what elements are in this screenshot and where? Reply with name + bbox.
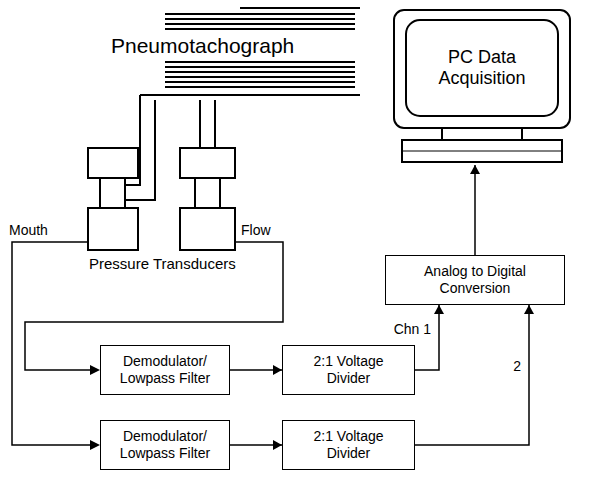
channel-label: 2 <box>511 358 523 374</box>
arrow-head <box>90 365 100 450</box>
screen-area: PC Data Acquisition <box>410 24 554 112</box>
arrow-head <box>273 440 282 450</box>
process-box: Demodulator/ Lowpass Filter <box>100 420 230 470</box>
node-text: 2:1 Voltage Divider <box>291 353 406 387</box>
node-text: Demodulator/ Lowpass Filter <box>109 428 221 462</box>
signal-name: Mouth <box>8 222 49 238</box>
node-text: Demodulator/ Lowpass Filter <box>109 353 221 387</box>
process-box: Demodulator/ Lowpass Filter <box>100 345 230 395</box>
part-label: Pressure Transducers <box>88 255 237 272</box>
arrow-head <box>470 165 480 174</box>
connector-arrow <box>230 365 282 375</box>
channel-label: Chn 1 <box>392 321 433 337</box>
process-box: Analog to Digital Conversion <box>385 255 565 305</box>
arrow-head <box>524 305 534 314</box>
signal-wire <box>12 242 283 445</box>
arrow-head <box>273 365 282 375</box>
signal-name: Flow <box>240 222 272 238</box>
device-label: Pneumotachograph <box>110 34 295 58</box>
connector-line <box>415 305 439 370</box>
connector-line <box>474 165 476 255</box>
connector-arrow <box>230 440 282 450</box>
process-box: 2:1 Voltage Divider <box>282 345 415 395</box>
connector-arrow <box>470 165 480 255</box>
node-text: Analog to Digital Conversion <box>394 263 556 297</box>
node-text: 2:1 Voltage Divider <box>291 428 406 462</box>
arrow-head <box>434 305 444 314</box>
computer-monitor: PC Data Acquisition <box>392 8 572 165</box>
node-text: PC Data Acquisition <box>410 47 554 88</box>
pressure-transducer-symbol <box>88 148 235 250</box>
process-box: 2:1 Voltage Divider <box>282 420 415 470</box>
connector-arrow <box>415 305 444 370</box>
